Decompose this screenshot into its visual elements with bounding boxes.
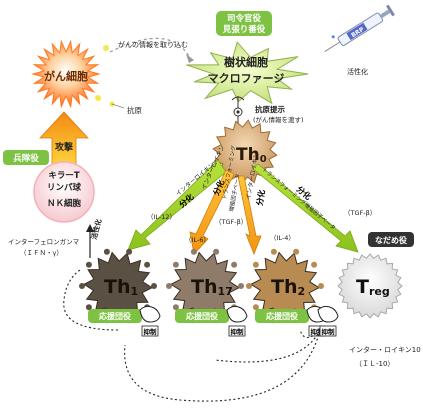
cell-badge <box>255 309 309 323</box>
cell-label: Treg <box>356 276 390 298</box>
treg-path-left: トランスフォーミング増殖因子ベータ <box>261 165 338 231</box>
suppression-lines <box>63 269 321 402</box>
cell-body <box>337 253 403 319</box>
cell-knob <box>293 248 300 255</box>
cell-label: Th2 <box>271 276 305 298</box>
suppress-box <box>228 325 246 337</box>
cancer-cell-label: がん細胞 <box>44 69 88 83</box>
cell-knob <box>79 283 85 289</box>
antigen-presentation-note: (がん情報を渡す) <box>253 115 304 124</box>
glove-icon <box>226 305 248 323</box>
commander-badge: 司令官役 見張り番役 <box>216 11 272 36</box>
th1-activation-arrow: 活性化 <box>86 218 103 258</box>
suppress-label: 抑制 <box>322 327 336 336</box>
soldier-badge-label: 兵隊役 <box>13 153 39 164</box>
treg-badge-label: なだめ役 <box>375 235 407 245</box>
suppress-label: 抑制 <box>231 327 245 336</box>
cell-knob <box>103 248 110 255</box>
th0-cell: Th0 <box>212 119 278 185</box>
attack-arrow: 攻撃 <box>39 111 89 166</box>
macrophage-name-line1: 樹状細胞 <box>224 55 268 69</box>
activation-label: 活性化 <box>347 67 368 76</box>
cell-knob <box>190 248 197 255</box>
cell-knob <box>85 261 92 268</box>
suppress-label: 抑制 <box>144 327 158 336</box>
killer-line2: リンパ球 <box>47 182 82 193</box>
cancer-cell: がん細胞 <box>31 39 101 109</box>
th2-path-code: （IL-4） <box>270 234 295 242</box>
th1-path-code: （IL-12） <box>147 213 176 221</box>
cell-treg: Treg 抑制 <box>317 253 403 337</box>
cell-knob <box>252 261 259 268</box>
cell-knob <box>85 304 92 311</box>
il10-line1: インター・ロイキン10 <box>349 345 421 354</box>
glove-icon <box>139 305 161 323</box>
suppress-box <box>141 325 159 337</box>
cell-knob <box>238 283 244 289</box>
cell-badge-label: 応援団役 <box>186 311 218 321</box>
killer-line3: ＮＫ細胞 <box>47 198 82 209</box>
cell-knob <box>144 261 151 268</box>
soldier-badge: 兵隊役 <box>3 150 49 165</box>
ifn-line1: インターフェロンガンマ <box>8 237 80 246</box>
treg-badge: なだめ役 <box>368 232 414 247</box>
glove-icon <box>317 305 339 323</box>
killer-line1: キラーT <box>48 171 80 181</box>
syringe-icon: BRP <box>324 4 395 52</box>
cell-knob <box>270 248 277 255</box>
cell-knob <box>252 304 259 311</box>
cell-knob <box>213 248 220 255</box>
th2-path-right: 分化 <box>254 189 267 206</box>
tgf-path-code: （TGF-β） <box>215 218 247 226</box>
treg-path-code: （TGF-β） <box>344 209 376 217</box>
cell-badge <box>175 309 229 323</box>
cell-knob <box>246 283 252 289</box>
macrophage-name-line2: マクロファージ <box>208 72 285 85</box>
cell-knob <box>231 261 238 268</box>
cell-knob <box>311 261 318 268</box>
info-arrow: がんの情報を取り込む <box>109 37 194 63</box>
killer-nk-cell: キラーT リンパ球 ＮＫ細胞 <box>33 161 95 223</box>
cell-knob <box>172 304 179 311</box>
attack-label: 攻撃 <box>55 141 73 153</box>
th17-path-code: （IL-6） <box>185 236 210 244</box>
cell-knob <box>166 283 172 289</box>
info-arrow-label: がんの情報を取り込む <box>118 40 188 49</box>
antigen-dots <box>95 45 125 109</box>
cell-badge-label: 応援団役 <box>266 311 298 321</box>
commander-badge-line1: 司令官役 <box>227 13 262 24</box>
cell-badge <box>88 309 142 323</box>
antigen-presentation-title: 抗原提示 <box>255 104 285 114</box>
macrophage-cell: 樹状細胞 マクロファージ <box>186 41 309 105</box>
commander-badge-line2: 見張り番役 <box>222 24 266 35</box>
antigen-label: 抗原 <box>127 105 142 115</box>
cell-knob <box>172 261 179 268</box>
cell-knob <box>126 248 133 255</box>
differentiation-arrows <box>127 159 359 256</box>
cell-knob <box>151 283 157 289</box>
cell-label: Th17 <box>191 276 233 298</box>
cell-badge-label: 応援団役 <box>99 311 131 321</box>
th0-label: Th0 <box>236 145 267 165</box>
cell-label: Th1 <box>104 276 138 298</box>
cell-knob <box>318 283 324 289</box>
suppress-label: 抑制 <box>311 327 325 336</box>
il10-line2: （ＩＬ‐10） <box>355 360 394 368</box>
ifn-line2: （ＩＦＮ・γ） <box>20 249 63 257</box>
